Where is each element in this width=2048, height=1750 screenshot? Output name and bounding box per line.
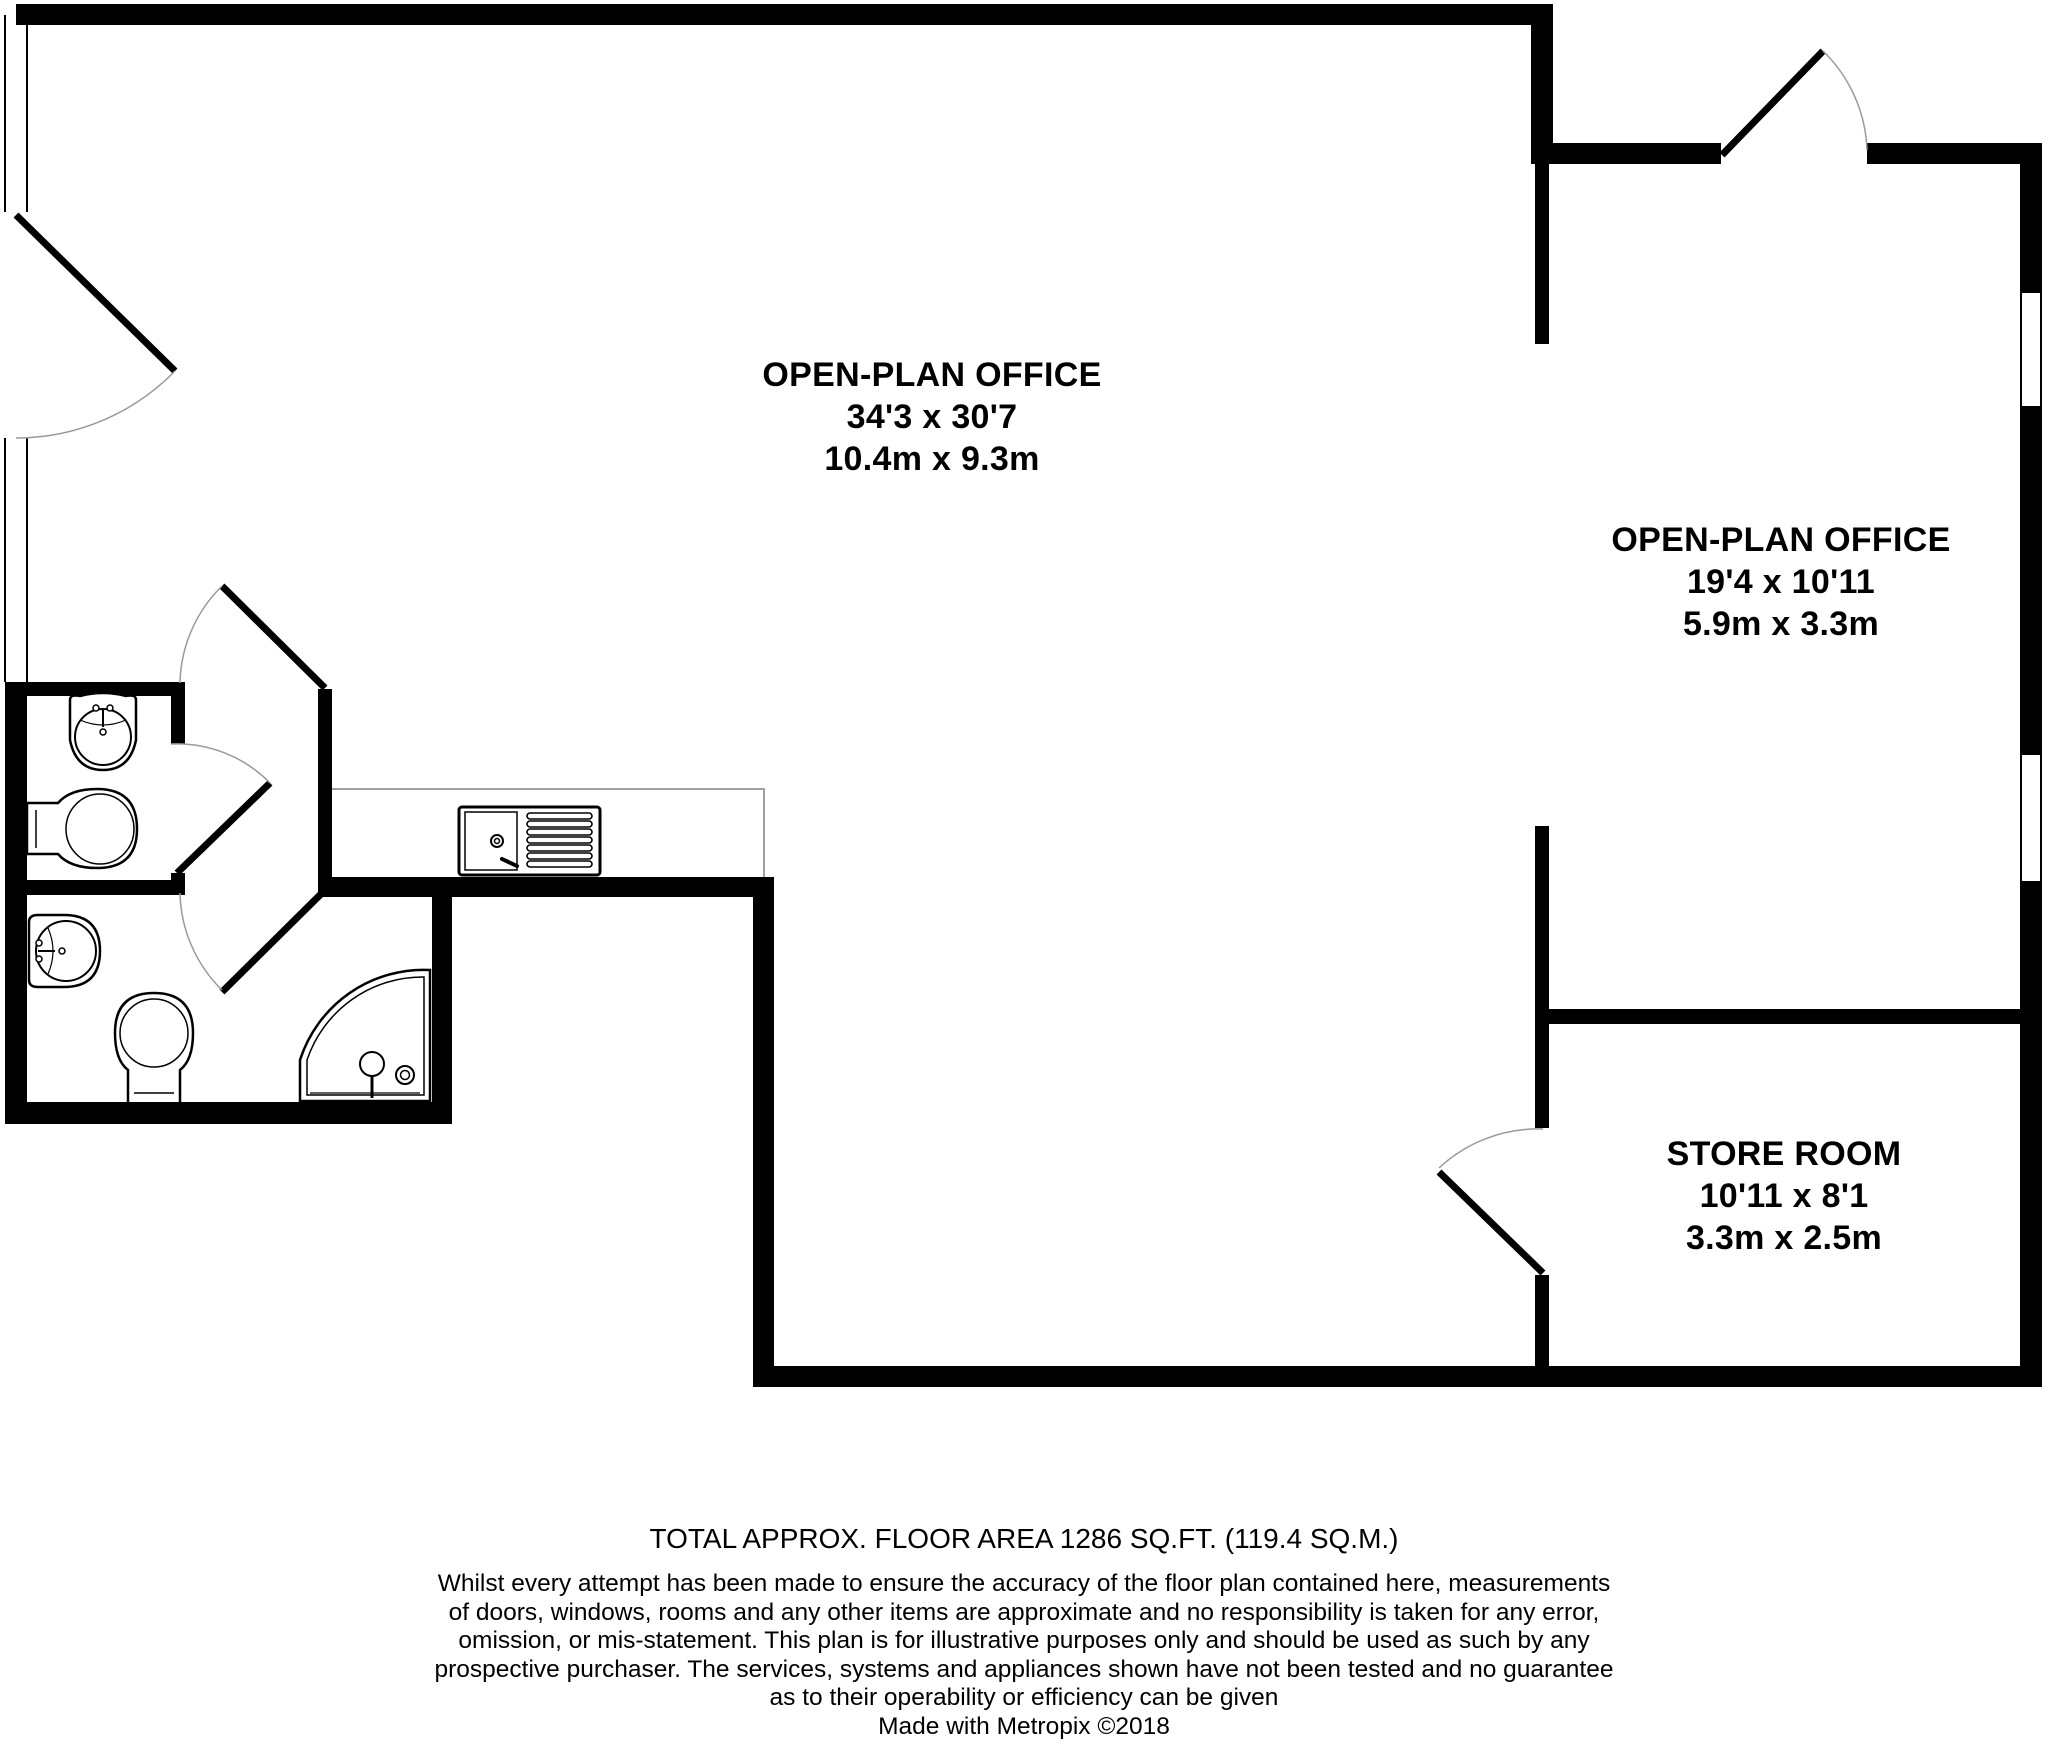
shower-room-toilet-icon — [113, 991, 195, 1102]
room-label-open-plan-office-east: OPEN-PLAN OFFICE 19'4 x 10'11 5.9m x 3.3… — [1611, 519, 1950, 645]
wall-bath-right — [432, 877, 452, 1124]
wall-wc1-top — [5, 682, 185, 696]
door-store-room — [1436, 1128, 1546, 1276]
window-right-lower — [2020, 753, 2042, 883]
partition-lower — [1535, 1275, 1549, 1387]
total-floor-area: TOTAL APPROX. FLOOR AREA 1286 SQ.FT. (11… — [649, 1523, 1399, 1554]
windows — [4, 15, 2042, 883]
wall-kitchen-vertical — [753, 877, 774, 1387]
room-name: OPEN-PLAN OFFICE — [1611, 521, 1951, 559]
room-label-open-plan-office-main: OPEN-PLAN OFFICE 34'3 x 30'7 10.4m x 9.3… — [762, 354, 1101, 480]
wall-wc-mid-post — [171, 873, 185, 895]
wall-bottom-main — [753, 1366, 2042, 1387]
disclaimer: Whilst every attempt has been made to en… — [0, 1570, 2048, 1713]
window-left-lower — [4, 438, 28, 682]
partition-upper — [1535, 164, 1549, 344]
room-size-imperial: 19'4 x 10'11 — [1686, 563, 1876, 601]
wall-right-2 — [2020, 407, 2042, 754]
wall-bath-bottom — [5, 1102, 452, 1124]
wall-store-top — [1549, 1009, 2022, 1024]
room-size-imperial: 34'3 x 30'7 — [846, 398, 1018, 436]
wall-wc1-stub — [171, 682, 185, 744]
disclaimer-line: prospective purchaser. The services, sys… — [434, 1655, 1614, 1683]
window-left-upper — [4, 15, 28, 212]
room-name: OPEN-PLAN OFFICE — [762, 356, 1102, 394]
kitchen-counter — [332, 788, 765, 877]
door-entrance-east — [1719, 48, 1868, 158]
wall-right-3 — [2020, 882, 2042, 1387]
door-corridor — [179, 583, 328, 691]
room-label-store-room: STORE ROOM 10'11 x 8'1 3.3m x 2.5m — [1667, 1133, 1902, 1259]
wall-top-main — [16, 4, 1553, 25]
wall-wc-mid — [5, 880, 185, 895]
window-right-upper — [2020, 291, 2042, 408]
wall-corridor-right — [318, 689, 332, 897]
wc-1-basin-icon — [68, 691, 138, 772]
room-size-metric: 10.4m x 9.3m — [824, 440, 1040, 478]
wall-left-wc — [5, 682, 27, 1124]
partition-middle — [1535, 826, 1549, 1128]
sink-drainer-icon — [457, 805, 602, 877]
wall-east-top-right — [1867, 143, 2042, 164]
room-name: STORE ROOM — [1666, 1135, 1902, 1173]
room-size-metric: 5.9m x 3.3m — [1682, 605, 1880, 643]
wall-east-top-left — [1531, 143, 1721, 164]
shower-room-basin-icon — [27, 913, 102, 989]
room-size-metric: 3.3m x 2.5m — [1685, 1219, 1883, 1257]
disclaimer-line: omission, or mis-statement. This plan is… — [458, 1627, 1590, 1654]
shower-tray-icon — [298, 968, 432, 1103]
door-entrance-left — [13, 212, 178, 439]
door-shower-room — [179, 890, 325, 995]
disclaimer-line: as to their operability or efficiency ca… — [769, 1684, 1279, 1711]
room-size-imperial: 10'11 x 8'1 — [1699, 1177, 1869, 1215]
disclaimer-line: of doors, windows, rooms and any other i… — [448, 1598, 1600, 1626]
door-wc-1 — [170, 743, 273, 876]
wc-1-toilet-icon — [25, 787, 139, 870]
wall-bath-top — [318, 877, 774, 897]
metropix-credit: Made with Metropix ©2018 — [878, 1713, 1170, 1740]
wall-notch-vertical — [1531, 4, 1553, 164]
doors — [13, 48, 1868, 1276]
walls — [5, 4, 2042, 1387]
disclaimer-line: Whilst every attempt has been made to en… — [437, 1570, 1611, 1597]
wall-right-1 — [2020, 143, 2042, 292]
